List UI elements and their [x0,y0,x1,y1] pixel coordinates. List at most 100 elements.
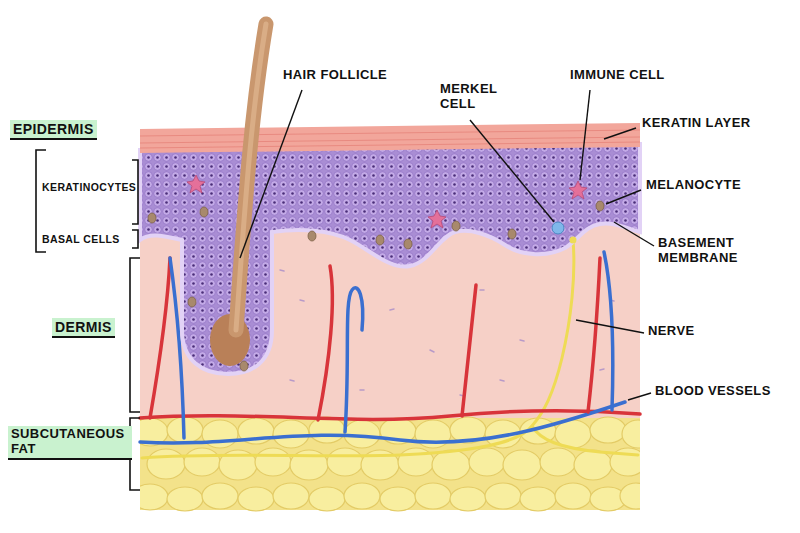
nerve [532,426,638,455]
immune-cell [187,175,587,228]
fat-lobules [450,487,486,511]
layer-bracket [130,258,140,412]
part-label: MERKEL CELL [440,82,510,112]
fat-lobules [503,450,541,480]
melanocyte [452,221,460,231]
blood-vessels [140,411,640,420]
part-label: NERVE [648,324,695,339]
dermis-fibroblast [360,389,364,391]
leader-line [614,222,654,246]
melanocyte [200,207,208,217]
melanocyte [188,297,196,307]
dermis-fibroblast [520,340,524,341]
part-label: HAIR FOLLICLE [283,68,387,83]
fat-lobules [380,487,416,511]
fat-lobules [327,448,363,476]
fat-lobules [344,483,380,509]
layer-bracket [132,230,138,248]
dermis-fibroblast [290,380,294,381]
hair-shaft [236,24,266,330]
fat-lobules [202,483,238,509]
melanocyte [376,235,384,245]
layer-heading: DERMIS [52,318,115,338]
fat-lobules [540,448,576,476]
fat-lobules [140,417,640,511]
immune-cell [187,175,205,193]
keratin-layer [140,123,640,153]
leader-line [576,320,644,333]
dermis-fibroblast [280,270,284,271]
blood-vessels [462,285,476,416]
part-label: KERATINOCYTES [42,181,136,193]
leader-line [604,128,636,139]
fat-lobules [622,420,640,448]
dermis-fibroblast [500,380,504,381]
leader-line [240,90,302,258]
part-label: BASEMENT MEMBRANE [658,236,776,266]
blood-vessels [318,266,332,420]
fat-lobules [167,487,203,511]
fat-lobules [238,487,274,511]
part-label: IMMUNE CELL [570,68,665,83]
fat-lobules [590,417,626,443]
fat-lobules [485,483,521,509]
fat-lobules [273,483,309,509]
fat-lobules [255,448,291,476]
fat-lobules [309,487,345,511]
fat-lobules [140,484,168,510]
leader-line [240,90,654,400]
fat-lobules [555,483,591,509]
dermis-fibroblast [600,369,604,370]
melanocyte [148,201,604,371]
merkel-cell [552,222,564,234]
keratin-layer [140,137,640,143]
fat-lobules [147,449,185,479]
keratin-layer [140,130,640,148]
leader-line [470,120,554,222]
part-label: MELANOCYTE [646,178,741,193]
blood-vessels [345,288,363,432]
fat-lobules [620,483,640,509]
blood-vessels [150,258,170,418]
keratin-layer [140,130,640,136]
blood-vessels [604,252,613,410]
melanocyte [240,361,248,371]
melanocyte [596,201,604,211]
fat-lobules [432,450,470,480]
leader-line [628,393,651,400]
fat-lobules [140,418,640,510]
dermis-fibroblast [300,300,304,301]
immune-cell [569,181,587,199]
fat-lobules [184,448,220,476]
fat-lobules [273,420,309,448]
dermis-fibroblast [480,289,484,291]
fat-lobules [309,417,345,443]
leader-line [606,190,641,204]
fat-lobules [574,450,612,480]
layer-heading: EPIDERMIS [10,120,97,140]
dermis-layer [140,144,640,422]
melanocyte [508,229,516,239]
melanocyte [148,213,156,223]
fat-lobules [469,448,505,476]
hair-shaft [236,24,266,330]
blood-vessels [588,258,600,412]
epidermis-cells [140,144,640,374]
part-label: BLOOD VESSELS [655,384,771,399]
leader-line [580,90,590,180]
layer-heading: SUBCUTANEOUS FAT [8,426,132,460]
part-label: KERATIN LAYER [642,116,751,131]
dermis-fibroblast [430,350,434,352]
dermis-fibroblast [390,309,394,310]
melanocyte [308,231,316,241]
melanocyte [404,239,412,249]
nerve-ending [570,237,577,244]
fat-lobules [415,483,451,509]
hair-shaft [210,24,266,366]
keratin-layer [140,142,640,148]
blood-vessels [140,402,625,443]
immune-cell [428,210,446,228]
fat-lobules [520,487,556,511]
